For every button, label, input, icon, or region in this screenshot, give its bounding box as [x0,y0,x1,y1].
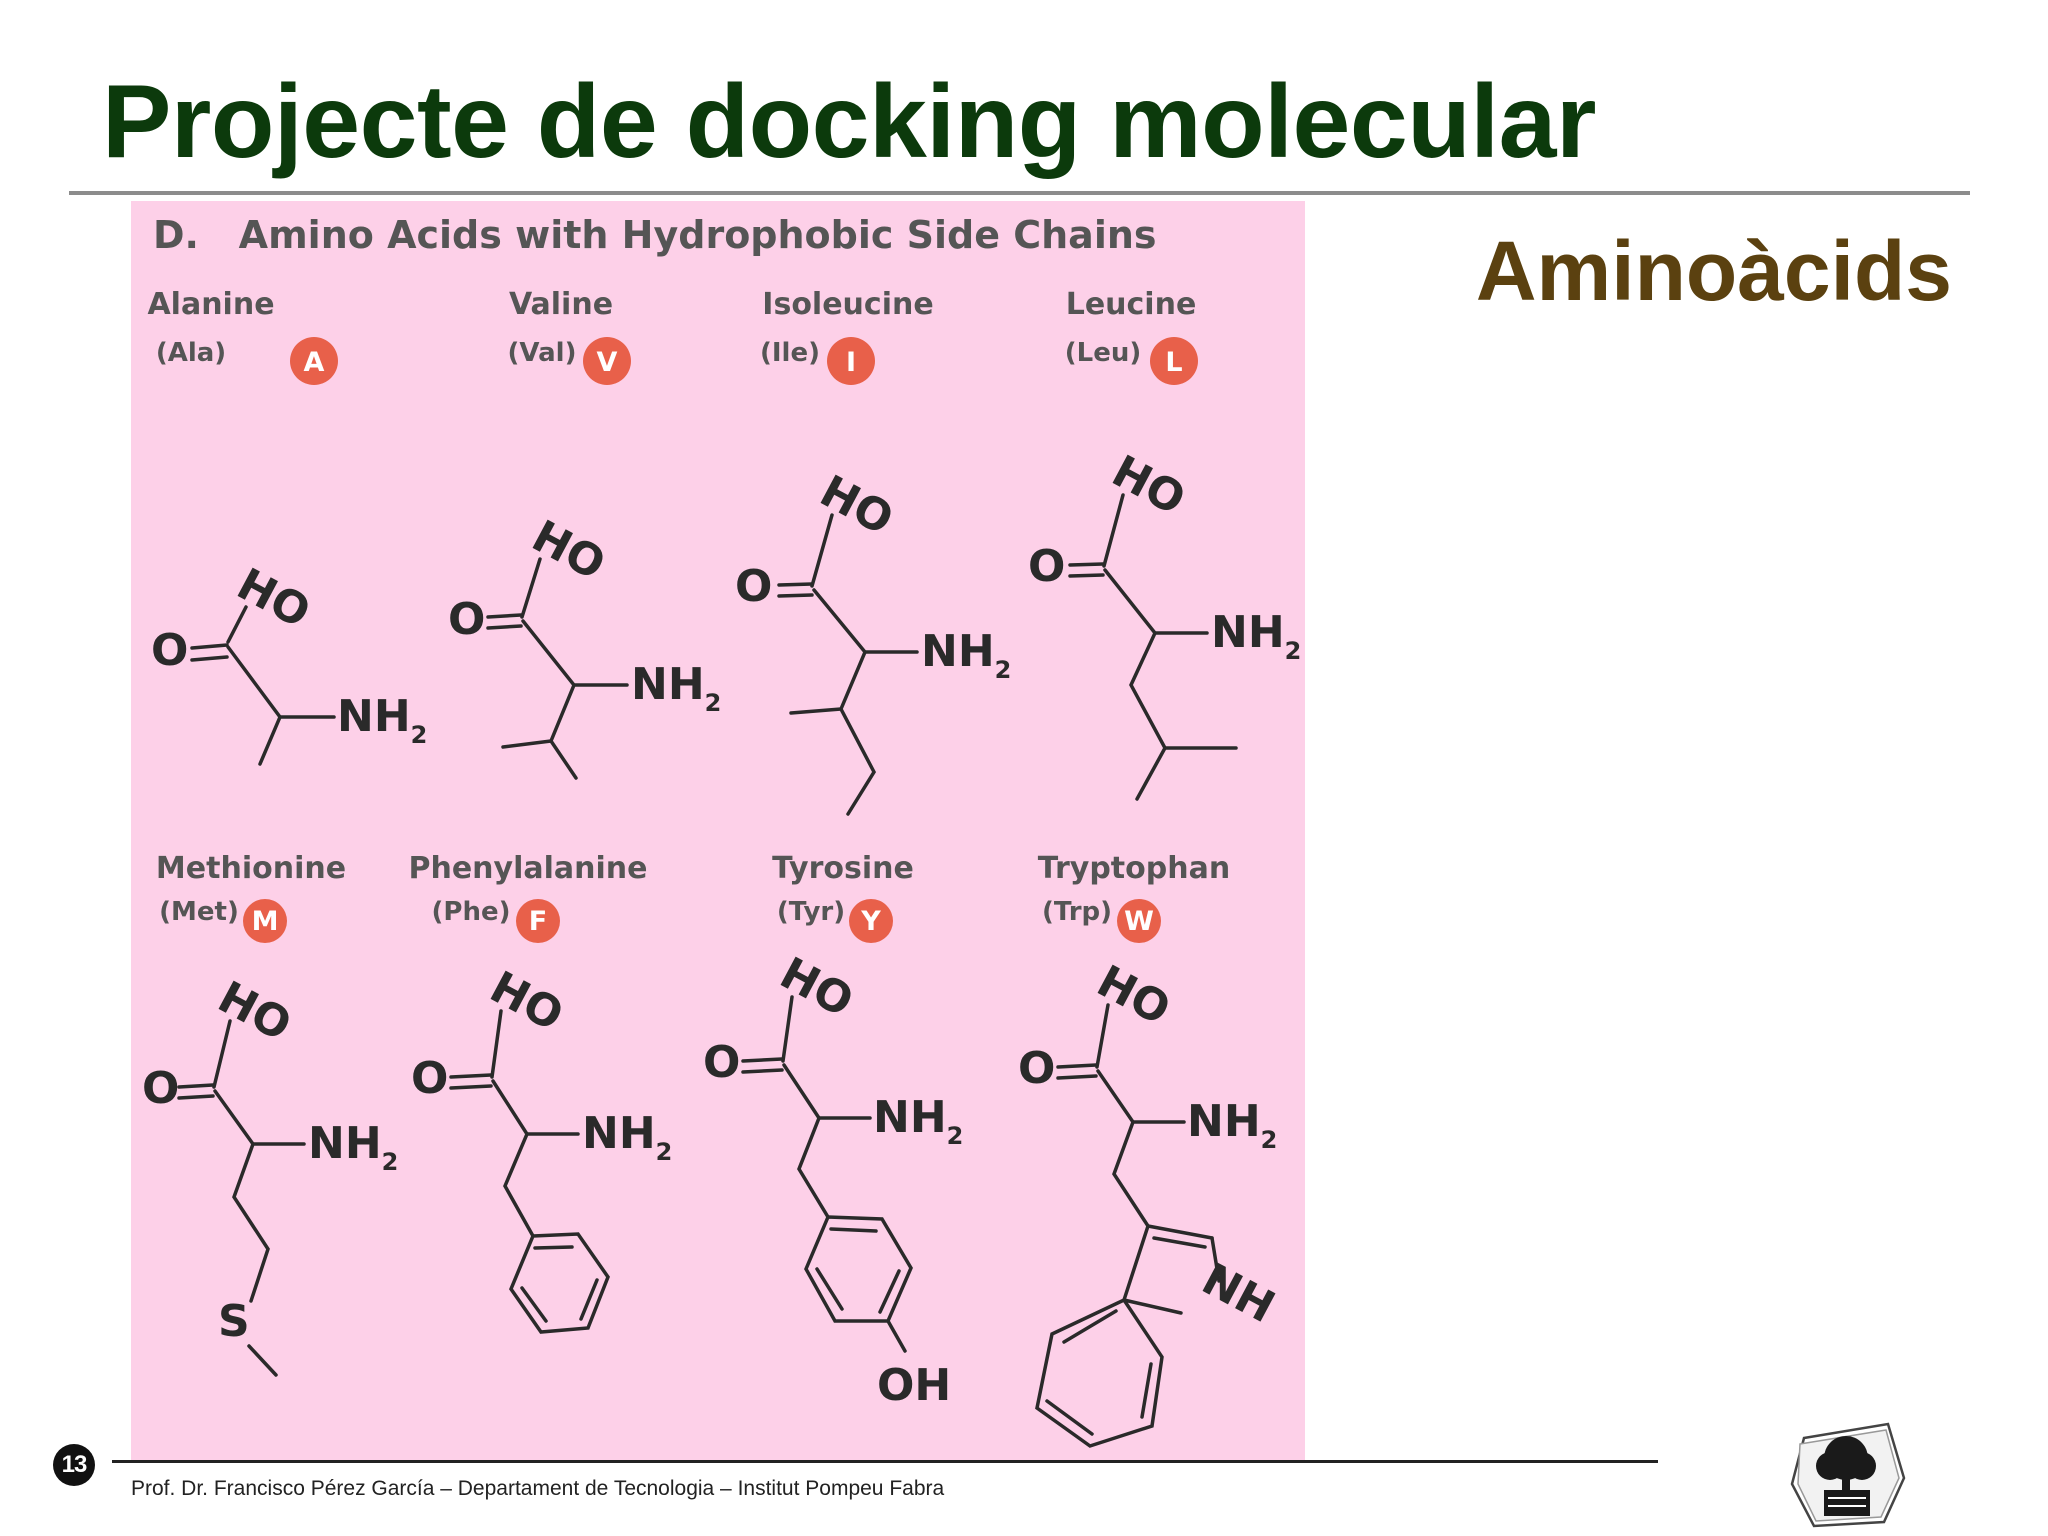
label-tryptophan: Tryptophan (Trp) W [1038,851,1230,943]
phenol-oh-label: OH [877,1360,951,1411]
letter-badge [849,899,893,943]
label-isoleucine: Isoleucine (Ile) I [760,287,934,385]
structure-leucine: HO O NH2 [1028,446,1301,801]
label-alanine: Alanine (Ala) A [147,287,338,385]
title-divider [69,191,1970,195]
amino-acid-name: Alanine [147,287,274,322]
letter-badge-text: M [252,906,279,937]
letter-badge [583,337,631,385]
amino-acid-structures-svg: D. Amino Acids with Hydrophobic Side Cha… [131,201,1305,1463]
carbonyl-oxygen-label: O [735,561,772,612]
letter-badge-text: A [304,347,325,378]
letter-badge [1117,899,1161,943]
amine-label: NH2 [308,1118,398,1176]
letter-badge-text: L [1165,347,1182,378]
label-methionine: Methionine (Met) M [156,851,346,943]
amino-acid-name: Tyrosine [772,851,914,886]
structure-methionine: HO O NH2 S [142,972,398,1377]
letter-badge [243,899,287,943]
amino-acid-name: Valine [509,287,613,322]
amine-label: NH2 [337,691,427,749]
letter-badge-text: W [1124,906,1154,937]
amine-label: NH2 [873,1092,963,1150]
amino-acid-abbr: (Phe) [432,897,511,927]
carbonyl-oxygen-label: O [448,594,485,645]
label-tyrosine: Tyrosine (Tyr) Y [772,851,914,943]
slide-subtitle: Aminoàcids [1475,224,1952,318]
letter-badge [290,337,338,385]
figure-heading: D. Amino Acids with Hydrophobic Side Cha… [153,213,1157,257]
amino-acid-name: Leucine [1066,287,1197,322]
footer-credit: Prof. Dr. Francisco Pérez García – Depar… [131,1477,945,1500]
amino-acid-abbr: (Ile) [760,338,820,368]
amino-acid-name: Phenylalanine [408,851,647,886]
footer-divider [112,1460,1658,1463]
carbonyl-oxygen-label: O [1018,1043,1055,1094]
amine-label: NH2 [1187,1096,1277,1154]
carbonyl-oxygen-label: O [703,1037,740,1088]
letter-badge-text: V [597,347,618,378]
amine-label: NH2 [1211,607,1301,665]
letter-badge-text: I [846,347,856,378]
letter-badge-text: F [529,906,547,937]
amino-acid-name: Methionine [156,851,346,886]
amino-acid-abbr: (Ala) [156,338,226,368]
amino-acid-abbr: (Trp) [1042,897,1112,927]
letter-badge [1150,337,1198,385]
carbonyl-oxygen-label: O [151,625,188,676]
amino-acid-abbr: (Val) [508,338,577,368]
amino-acid-figure: D. Amino Acids with Hydrophobic Side Cha… [131,201,1305,1463]
label-valine: Valine (Val) V [508,287,631,385]
slide-title: Projecte de docking molecular [102,64,1596,180]
carbonyl-oxygen-label: O [1028,541,1065,592]
figure-background [131,201,1305,1463]
carbonyl-oxygen-label: O [142,1063,179,1114]
amine-label: NH2 [631,659,721,717]
sulfur-label: S [218,1296,250,1347]
carbonyl-oxygen-label: O [411,1053,448,1104]
amino-acid-abbr: (Leu) [1065,338,1141,368]
amine-label: NH2 [582,1108,672,1166]
page-number: 13 [53,1444,95,1486]
amino-acid-abbr: (Tyr) [777,897,845,927]
letter-badge [827,337,875,385]
letter-badge [516,899,560,943]
tree-logo-icon [1786,1418,1910,1530]
amino-acid-name: Isoleucine [762,287,933,322]
amino-acid-abbr: (Met) [159,897,239,927]
label-phenylalanine: Phenylalanine (Phe) F [408,851,648,943]
label-leucine: Leucine (Leu) L [1065,287,1198,385]
amino-acid-name: Tryptophan [1038,851,1230,886]
letter-badge-text: Y [860,906,881,937]
amine-label: NH2 [921,626,1011,684]
